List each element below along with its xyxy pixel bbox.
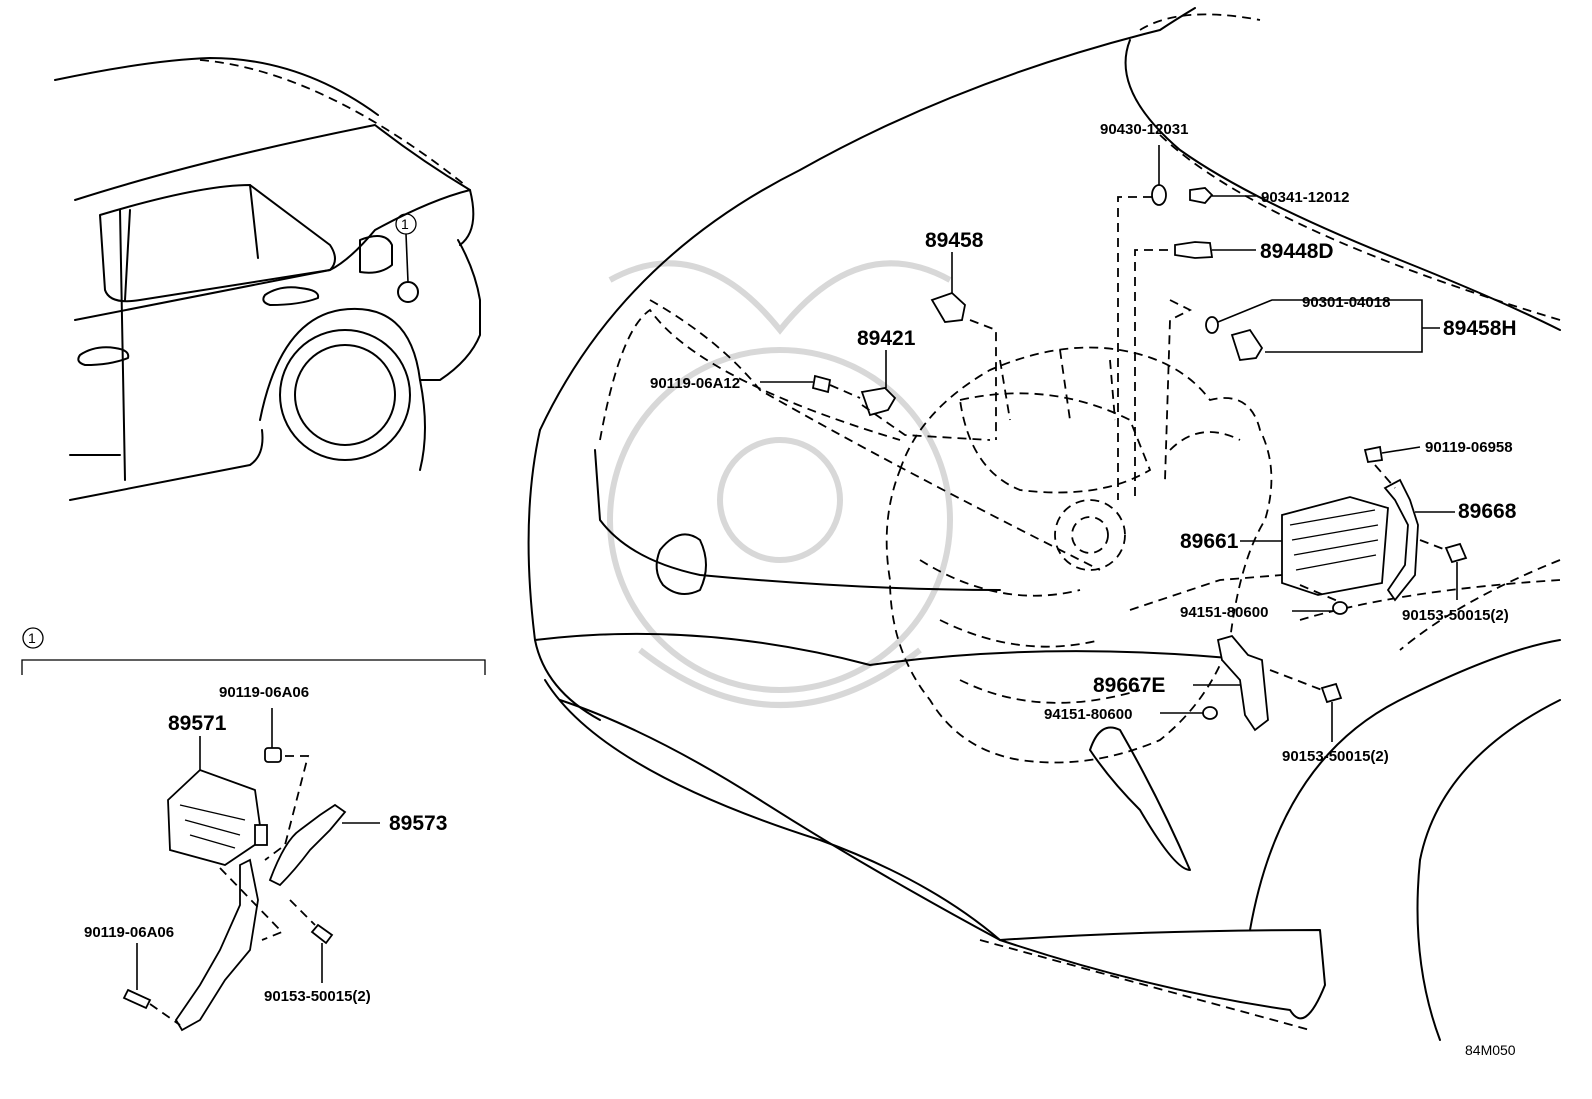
label-90153-50015-center: 90153-50015(2)	[1282, 748, 1389, 765]
label-90430-12031: 90430-12031	[1100, 121, 1188, 138]
label-90153-50015-right: 90153-50015(2)	[1402, 607, 1509, 624]
detail-1-section: 1 90119-06A06 89571 89573 90119-06A06 90…	[21, 627, 486, 1032]
label-89448D: 89448D	[1260, 240, 1334, 263]
part-90430-washer	[1151, 184, 1167, 206]
part-labels: 90430-12031 90341-12012 89448D 89458 903…	[650, 121, 1517, 1058]
part-89571-module	[167, 768, 263, 866]
label-89421: 89421	[857, 327, 916, 350]
label-90153-50015-detail: 90153-50015(2)	[264, 988, 371, 1005]
part-89448D-sensor	[1174, 241, 1214, 259]
label-90119-06A06-top: 90119-06A06	[219, 684, 309, 701]
part-90301-oring	[1205, 316, 1219, 334]
diagram-id: 84M050	[1465, 1042, 1516, 1058]
label-89668: 89668	[1458, 500, 1517, 523]
part-94151-80600-nut-top	[1332, 601, 1348, 615]
part-89668-bracket	[1383, 478, 1419, 602]
vehicle-front-view	[527, 7, 1561, 1041]
part-89458H-sensor	[1230, 328, 1264, 361]
label-89667E: 89667E	[1093, 674, 1165, 697]
watermark-logo	[607, 260, 953, 708]
label-89458: 89458	[925, 229, 984, 252]
label-94151-80600-bottom: 94151-80600	[1044, 706, 1132, 723]
detail-1-marker-label: 1	[28, 630, 36, 646]
part-90119-06958-bolt	[1363, 445, 1384, 464]
engine-assembly	[885, 346, 1273, 764]
label-89458H: 89458H	[1443, 317, 1517, 340]
part-90119-06A06-nut	[264, 747, 282, 763]
part-89458-sensor	[930, 291, 966, 323]
part-90153-50015-bolt-center	[1320, 682, 1343, 704]
part-90153-50015-bolt	[310, 923, 334, 945]
part-94151-80600-nut-bottom	[1202, 706, 1218, 720]
part-89421-sensor	[860, 387, 897, 417]
vehicle-rear-view: 1	[54, 57, 481, 501]
label-89573: 89573	[389, 812, 447, 835]
label-89661: 89661	[1180, 530, 1239, 553]
label-90119-06A12: 90119-06A12	[650, 375, 740, 392]
part-90119-06A06-bolt	[122, 988, 152, 1010]
label-90119-06958: 90119-06958	[1425, 439, 1513, 456]
part-long-bracket	[174, 858, 259, 1032]
fuel-door-marker-ring	[397, 281, 419, 303]
label-89571: 89571	[168, 712, 227, 735]
label-94151-80600-top: 94151-80600	[1180, 604, 1268, 621]
engine-bay-parts	[760, 145, 1468, 742]
part-89573-bracket	[268, 803, 347, 887]
part-89667E-bracket	[1216, 634, 1269, 732]
detail-marker-label: 1	[401, 216, 409, 232]
label-90341-12012: 90341-12012	[1261, 189, 1349, 206]
part-90341-plug	[1189, 187, 1214, 204]
label-90301-04018: 90301-04018	[1302, 294, 1390, 311]
part-89661-ecu	[1281, 496, 1389, 596]
part-90153-50015-bolt-right	[1444, 542, 1468, 564]
detail-1-marker-circle	[22, 627, 44, 649]
part-90119-06A12-bolt	[811, 374, 832, 394]
label-90119-06A06-bottom: 90119-06A06	[84, 924, 174, 941]
